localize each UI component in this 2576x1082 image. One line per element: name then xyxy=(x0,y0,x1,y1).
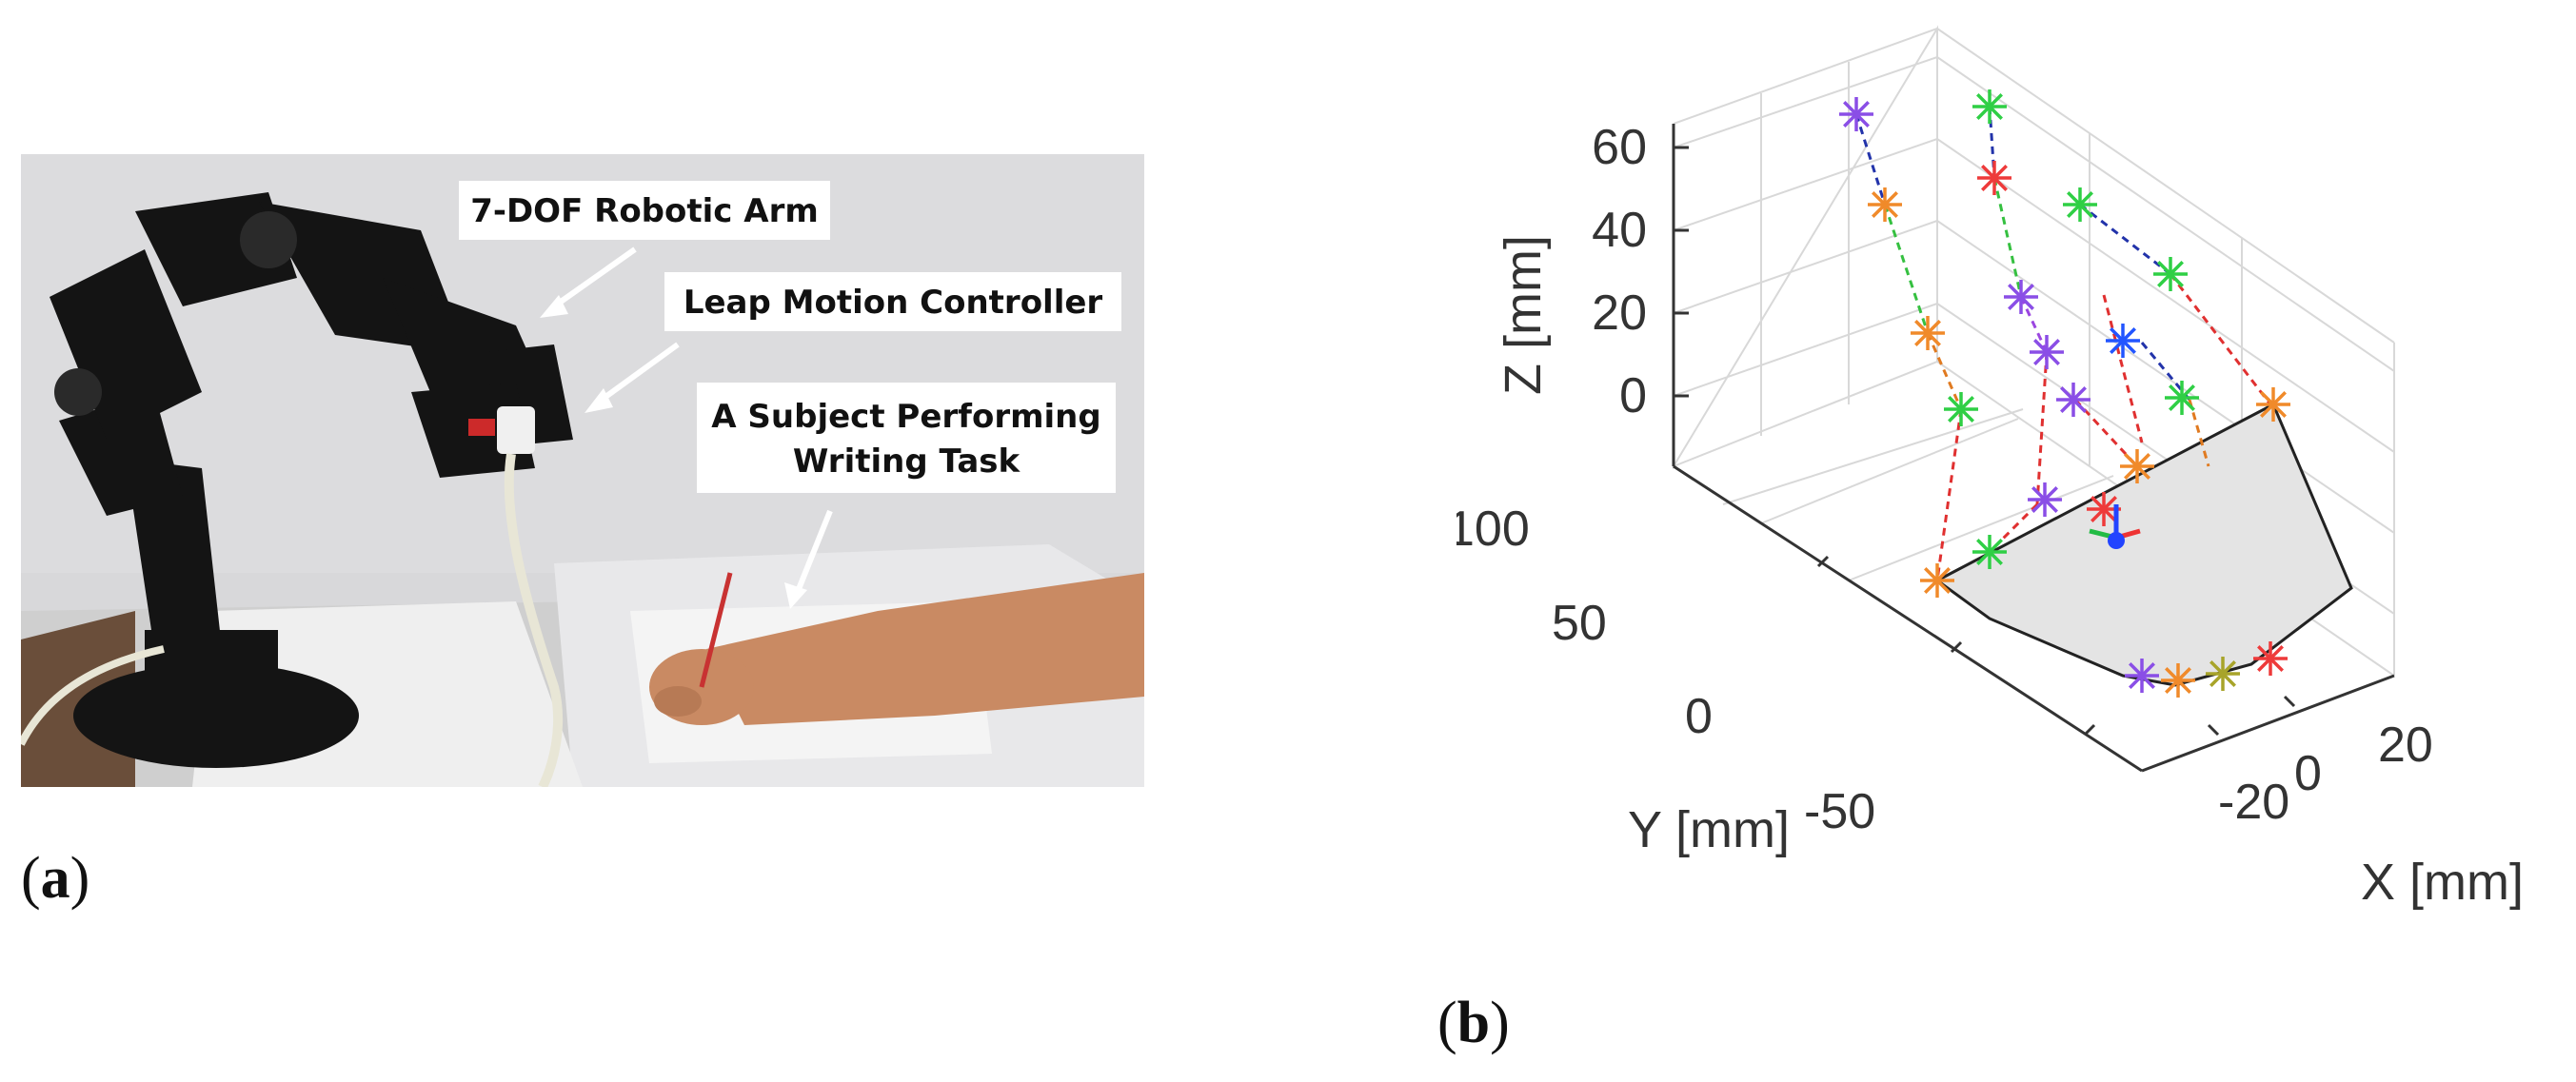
subject-arm-graphic xyxy=(649,572,1144,725)
marker-point xyxy=(2165,381,2199,415)
marker-point xyxy=(2206,657,2240,691)
marker-3d-plot: 60 40 20 0 100 50 0 -50 -20 0 20 Z [mm] … xyxy=(1447,25,2524,911)
x-axis-title: X [mm] xyxy=(2361,854,2524,911)
marker-point xyxy=(2161,663,2195,698)
x-tick-0: 0 xyxy=(2294,746,2322,801)
marker-point xyxy=(2256,387,2290,422)
marker-point xyxy=(2063,187,2097,222)
callout-subject: A Subject Performing Writing Task xyxy=(697,383,1116,609)
marker-point xyxy=(2106,324,2140,358)
marker-point xyxy=(1972,89,2007,124)
y-tick-50: 50 xyxy=(1552,596,1607,651)
palm-region xyxy=(1934,402,2353,687)
x-tick-20: 20 xyxy=(2378,718,2433,773)
callout-arm-text: 7-DOF Robotic Arm xyxy=(470,192,819,230)
marker-point xyxy=(1839,97,1873,131)
marker-point xyxy=(1911,316,1945,350)
marker-point xyxy=(2004,280,2038,314)
callout-leap-text: Leap Motion Controller xyxy=(684,284,1103,322)
y-tick-0: 0 xyxy=(1685,689,1713,744)
marker-point xyxy=(2153,257,2188,291)
z-tick-60: 60 xyxy=(1592,120,1647,175)
marker-point xyxy=(1944,392,1978,426)
z-tick-20: 20 xyxy=(1592,285,1647,341)
callout-subject-line1: A Subject Performing xyxy=(711,398,1100,436)
leap-device xyxy=(497,406,535,454)
panel-a-label: (a) xyxy=(21,846,90,911)
callout-leap: Leap Motion Controller xyxy=(585,272,1121,413)
marker-point xyxy=(2028,482,2062,517)
marker-point xyxy=(2030,335,2064,369)
robot-setup-photo: 7-DOF Robotic Arm Leap Motion Controller… xyxy=(17,154,1144,790)
plot-axes xyxy=(1672,124,2395,773)
bone-links xyxy=(1854,106,2272,581)
callout-arm: 7-DOF Robotic Arm xyxy=(459,181,830,318)
plot-grid xyxy=(1673,25,2395,677)
marker-point xyxy=(1972,535,2007,569)
marker-point xyxy=(1977,161,2011,195)
y-axis-title: Y [mm] xyxy=(1628,801,1790,858)
marker-point xyxy=(2120,449,2154,483)
y-tick-100: 100 xyxy=(1456,502,1530,557)
origin-triad xyxy=(2089,504,2141,549)
marker-point xyxy=(2253,641,2288,676)
marker-points xyxy=(1839,89,2290,698)
marker-point xyxy=(2087,492,2121,526)
marker-point xyxy=(2056,383,2091,417)
panel-a-photo: 7-DOF Robotic Arm Leap Motion Controller… xyxy=(17,154,1144,790)
y-tick-neg50: -50 xyxy=(1804,784,1875,839)
panel-b-plot: 60 40 20 0 100 50 0 -50 -20 0 20 Z [mm] … xyxy=(1447,19,2576,952)
panel-b-label: (b) xyxy=(1437,991,1510,1055)
marker-point xyxy=(1920,563,1954,598)
marker-point xyxy=(2125,659,2159,693)
z-axis-title: Z [mm] xyxy=(1495,235,1552,395)
x-tick-neg20: -20 xyxy=(2218,775,2289,830)
callout-subject-line2: Writing Task xyxy=(793,443,1021,481)
marker-point xyxy=(1868,187,1902,222)
z-tick-40: 40 xyxy=(1592,203,1647,258)
z-tick-0: 0 xyxy=(1619,368,1647,423)
